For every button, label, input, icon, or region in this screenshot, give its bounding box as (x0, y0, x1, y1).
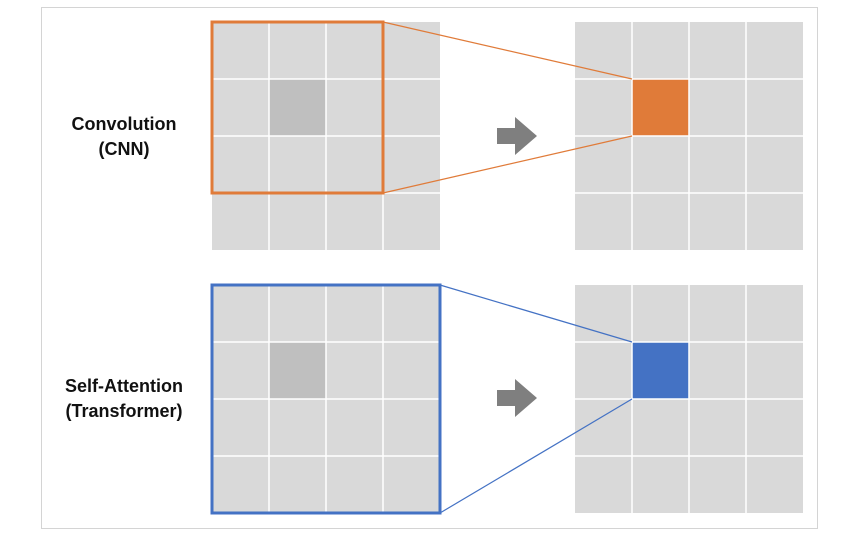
input-focus-cell-transformer (269, 342, 326, 399)
input-focus-cell-cnn (269, 79, 326, 136)
output-cell-transformer (632, 342, 689, 399)
receptive-field-box-cnn (210, 20, 385, 195)
row-label-line: (CNN) (98, 139, 150, 159)
output-cell-cnn (632, 79, 689, 136)
row-label-line: (Transformer) (65, 401, 183, 421)
receptive-field-box-transformer (210, 283, 442, 515)
projection-line-cnn (382, 21, 633, 80)
row-label-line: Convolution (71, 114, 177, 134)
projection-line-transformer (439, 284, 633, 343)
right-arrow-icon (497, 117, 537, 155)
row-label-line: Self-Attention (65, 376, 183, 396)
projection-line-transformer (439, 398, 633, 514)
row-label-self-attention: Self-Attention (Transformer) (24, 374, 224, 424)
projection-line-cnn (382, 135, 633, 194)
right-arrow-icon (497, 379, 537, 417)
row-label-convolution: Convolution (CNN) (24, 112, 224, 162)
